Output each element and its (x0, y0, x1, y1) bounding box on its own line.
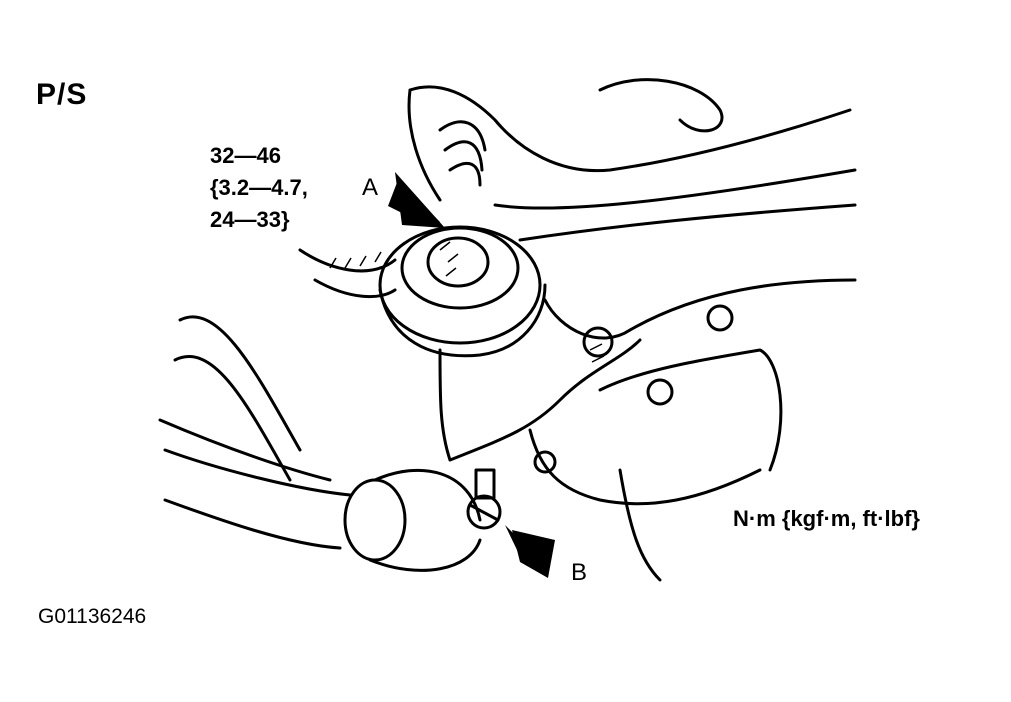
callout-label-a: A (362, 174, 379, 201)
upper-arm (408, 85, 852, 173)
bolt-b (466, 494, 502, 530)
torque-spec-line-2: {3.2—4.7, (210, 175, 308, 200)
side-label: P/S (36, 78, 88, 111)
figure-id: G01136246 (38, 605, 147, 628)
arrow-b (512, 530, 555, 578)
torque-spec-line-1: 32—46 (210, 143, 281, 168)
drive-shaft (163, 448, 352, 497)
callout-label-b: B (571, 559, 588, 586)
torque-spec-line-3: 24—33} (210, 207, 290, 232)
units-label: N·m {kgf·m, ft·lbf} (733, 506, 920, 531)
